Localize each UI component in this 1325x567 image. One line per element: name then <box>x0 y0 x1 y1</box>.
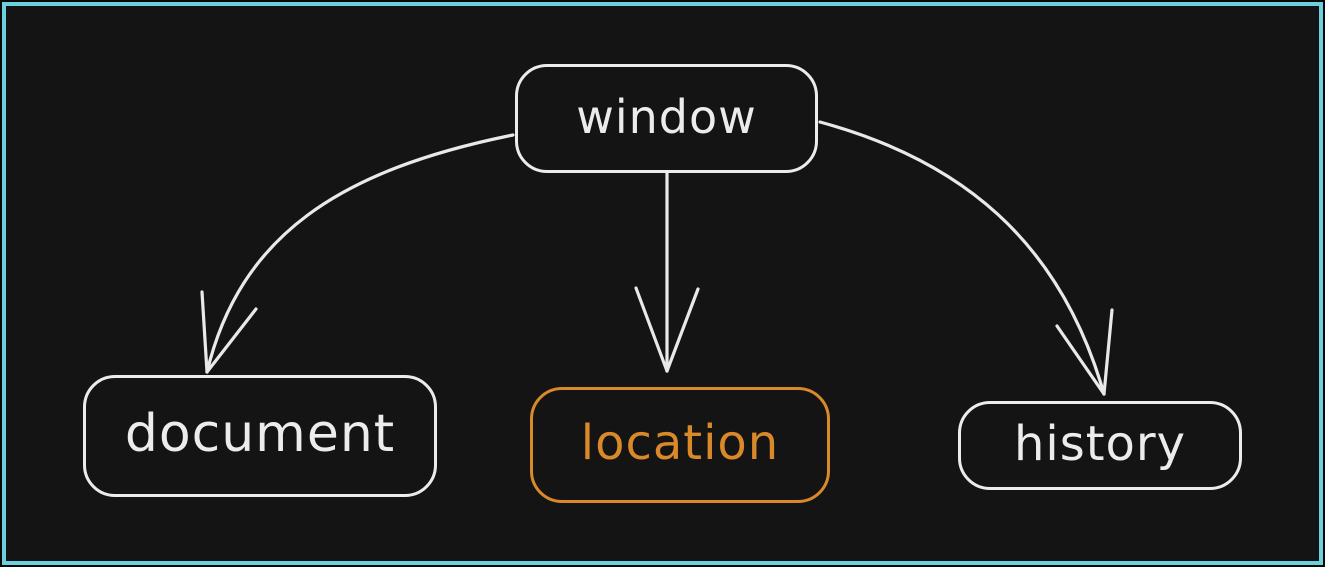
node-history-label: history <box>1013 415 1187 472</box>
node-window: window <box>515 64 818 173</box>
node-window-label: window <box>576 89 757 144</box>
node-history: history <box>958 401 1242 490</box>
node-location: location <box>530 387 830 503</box>
node-document: document <box>83 375 437 497</box>
node-location-label: location <box>580 415 780 471</box>
node-document-label: document <box>124 404 396 464</box>
